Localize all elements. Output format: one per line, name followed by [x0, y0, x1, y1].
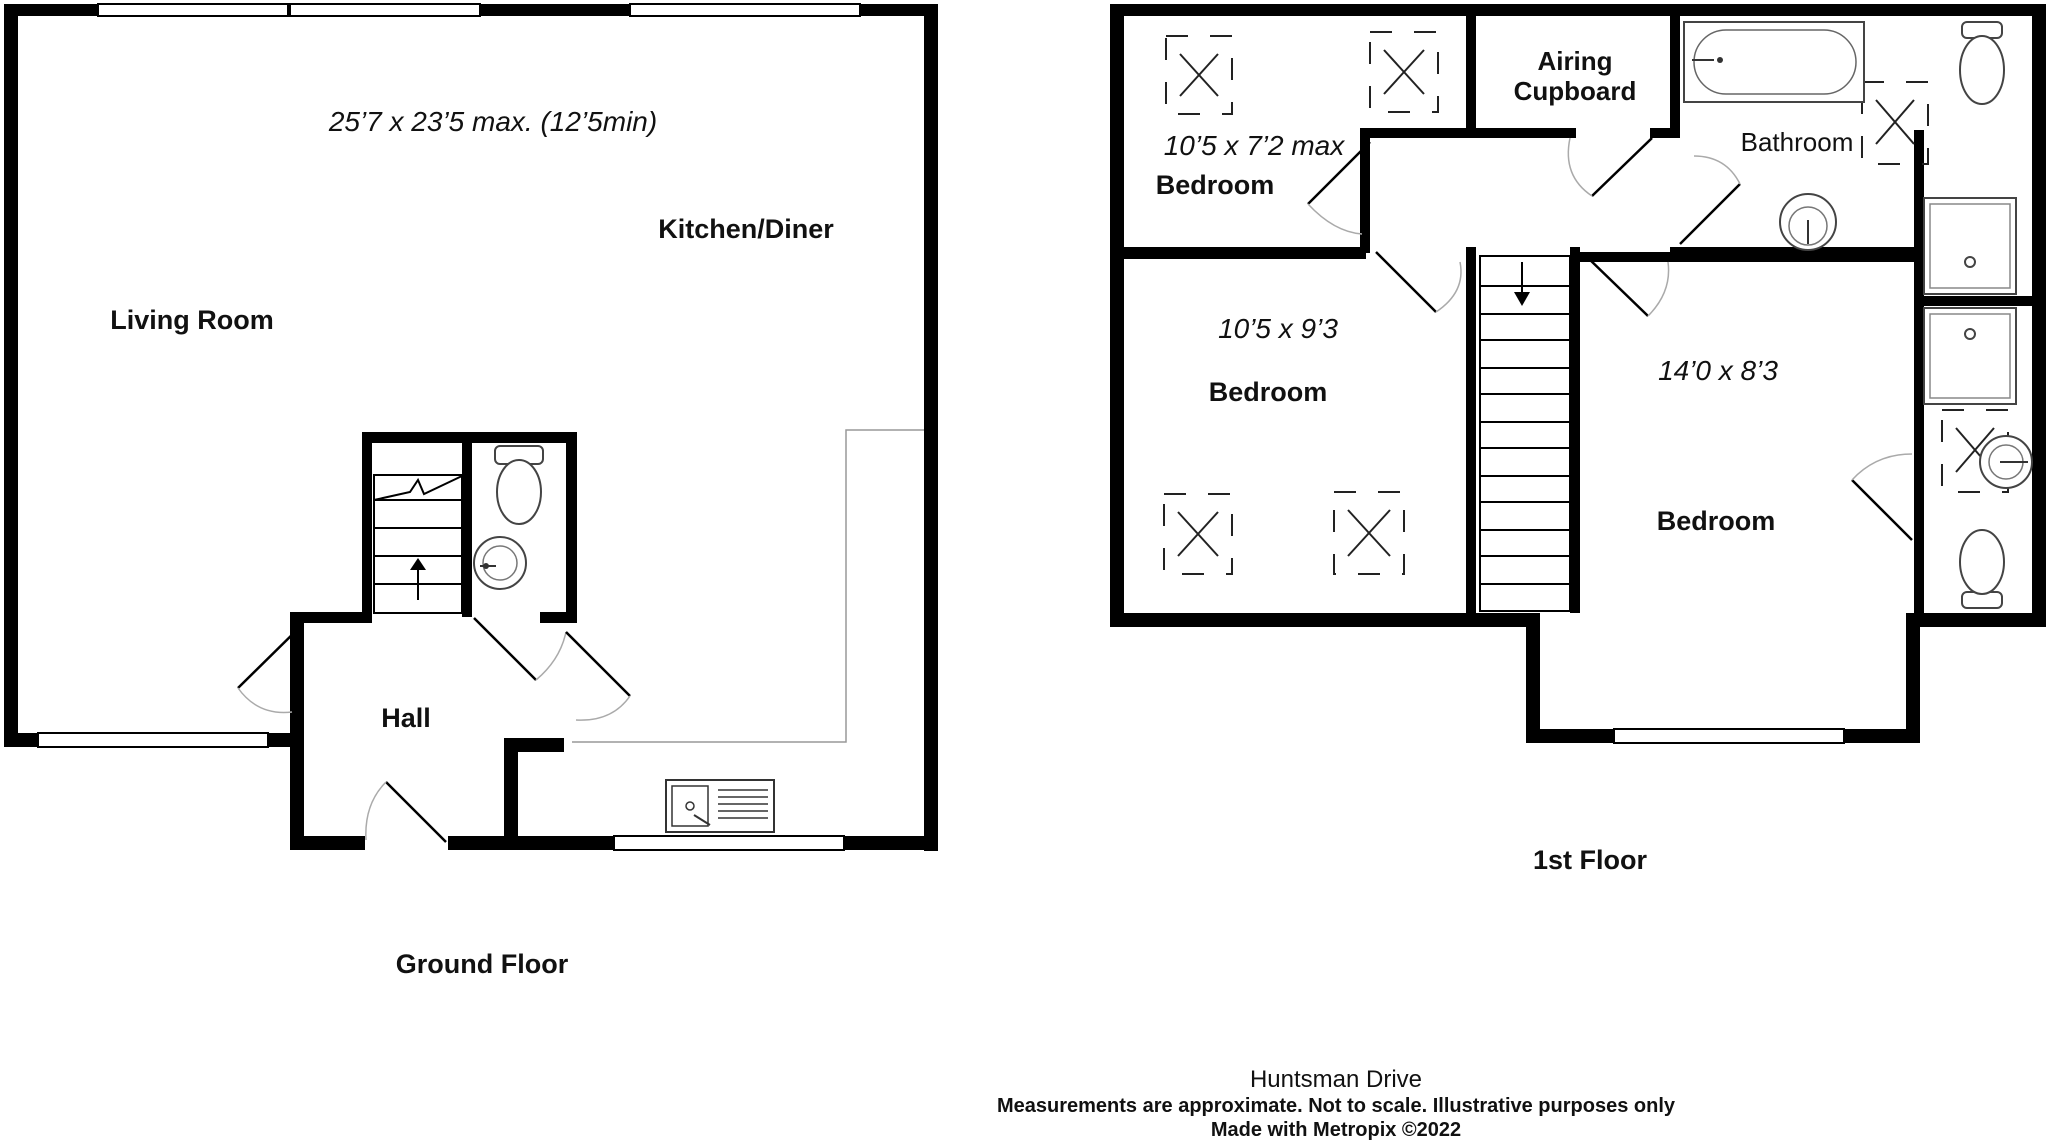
ff-airing-right	[1670, 4, 1680, 138]
ff-skylight-bed2-b	[1333, 491, 1405, 575]
bedroom-3-dimension: 14’0 x 8’3	[1658, 355, 1778, 386]
gf-kitchen-counter	[572, 429, 924, 743]
disclaimer: Measurements are approximate. Not to sca…	[997, 1095, 1676, 1117]
ff-bed1-right-top	[1360, 128, 1370, 253]
gf-front-door	[365, 781, 447, 843]
gf-window-kitchen	[613, 835, 845, 851]
basin-icon	[1979, 435, 2033, 489]
ff-skylight-bath	[1861, 81, 1929, 165]
basin-icon	[1779, 193, 1837, 251]
ff-bed3-right	[1906, 613, 1920, 743]
toilet-icon	[1959, 529, 2005, 609]
toilet-icon	[1959, 21, 2005, 105]
gf-wall-left	[4, 4, 18, 747]
shower-icon	[1923, 307, 2017, 405]
gf-hall-top-right	[540, 612, 577, 623]
bathtub-icon	[1683, 21, 1865, 103]
toilet-icon	[494, 445, 544, 525]
credit: Made with Metropix ©2022	[1211, 1119, 1461, 1141]
ff-door-bed2	[1375, 251, 1462, 313]
basin-icon	[473, 536, 527, 590]
ff-wall-bottom-left	[1110, 613, 1540, 627]
gf-dimension: 25’7 x 23’5 max. (12’5min)	[328, 106, 657, 137]
ff-door-airing	[1567, 137, 1653, 197]
gf-patio-door-1	[97, 3, 289, 17]
ff-skylight-bed1-b	[1369, 31, 1439, 113]
ff-door-ensuite	[1851, 453, 1913, 541]
ff-bath-shower-wall	[1914, 130, 1924, 615]
airing-cupboard-label-line2: Cupboard	[1514, 76, 1637, 106]
bathroom-label: Bathroom	[1741, 127, 1854, 157]
ff-bed3-left	[1526, 613, 1540, 743]
ff-stairs	[1479, 255, 1571, 612]
ff-stair-right	[1570, 247, 1580, 613]
ff-door-bed1	[1307, 141, 1371, 235]
gf-door-kitchen	[565, 631, 631, 721]
gf-wall-right	[924, 4, 938, 851]
footer: Huntsman Drive Measurements are approxim…	[997, 1066, 1676, 1141]
gf-door-living	[237, 624, 303, 714]
ff-skylight-bed2-a	[1163, 493, 1233, 575]
kitchen-diner-label: Kitchen/Diner	[658, 214, 834, 244]
gf-stair-block-right	[566, 432, 577, 622]
ff-bed1-bottom	[1110, 247, 1366, 259]
first-floor-label: 1st Floor	[1533, 845, 1648, 875]
property-name: Huntsman Drive	[1250, 1066, 1422, 1093]
bedroom-3-label: Bedroom	[1657, 506, 1776, 536]
ff-ensuite-top	[1914, 296, 2046, 306]
gf-door-wc	[473, 617, 567, 681]
bedroom-2-label: Bedroom	[1209, 377, 1328, 407]
bedroom-2-dimension: 10’5 x 9’3	[1218, 313, 1338, 344]
bedroom-1-label: Bedroom	[1156, 170, 1275, 200]
gf-wall-kitchen-step	[504, 738, 564, 752]
gf-wall-hall-left	[290, 615, 304, 850]
gf-stair-block-mid	[462, 432, 472, 617]
ff-bed3-top	[1580, 252, 1930, 262]
ff-wall-right	[2032, 4, 2046, 627]
ff-wall-top	[1110, 4, 2044, 16]
hall-label: Hall	[381, 703, 431, 733]
ground-floor-plan: 25’7 x 23’5 max. (12’5min) Kitchen/Diner…	[4, 3, 938, 979]
ff-skylight-bed1-a	[1165, 35, 1233, 115]
gf-window-top-right	[629, 3, 861, 17]
gf-wall-hall-right	[504, 738, 518, 850]
ff-wall-bottom-right	[1906, 613, 2046, 627]
ff-door-bed3	[1585, 255, 1670, 317]
gf-stairs	[373, 474, 463, 614]
gf-stair-block-left	[362, 432, 372, 617]
gf-wall-hall-bottom-r	[448, 836, 518, 850]
first-floor-plan: Airing Cupboard Bathroom 10’5 x 7’2 max …	[1110, 4, 2046, 875]
ff-wall-left	[1110, 4, 1124, 627]
shower-icon	[1923, 197, 2017, 295]
bedroom-1-dimension: 10’5 x 7’2 max	[1164, 130, 1346, 161]
ff-airing-left	[1466, 4, 1476, 134]
ff-bed2-right	[1466, 247, 1476, 613]
ground-floor-label: Ground Floor	[396, 949, 569, 979]
gf-patio-door-2	[289, 3, 481, 17]
ff-window-bed3	[1613, 728, 1845, 744]
airing-cupboard-label-line1: Airing	[1537, 46, 1612, 76]
gf-wall-hall-bottom-l	[290, 836, 365, 850]
gf-window-bottom-left	[37, 732, 269, 748]
living-room-label: Living Room	[110, 305, 274, 335]
ff-bath-left-stub	[1650, 128, 1680, 138]
ff-door-bathroom	[1679, 155, 1741, 245]
gf-hall-top-left	[290, 612, 372, 623]
sink-icon	[665, 779, 775, 833]
